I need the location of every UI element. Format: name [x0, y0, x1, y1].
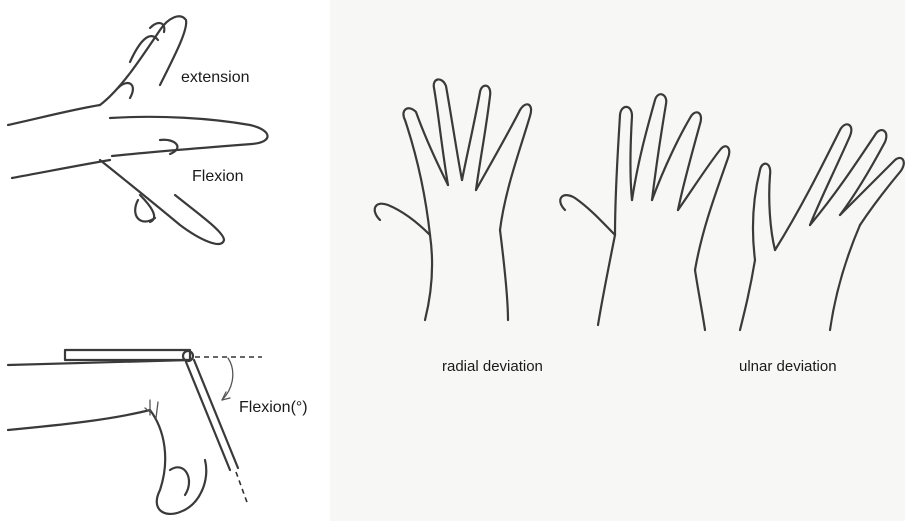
- extension-label: extension: [181, 69, 250, 87]
- deviation-hands-drawing: [330, 0, 905, 521]
- goniometer-drawing: [0, 330, 330, 521]
- radial-deviation-label: radial deviation: [442, 358, 543, 375]
- deviation-diagram: radial deviation ulnar deviation: [330, 0, 905, 521]
- extension-flexion-hand-drawing: [0, 0, 330, 270]
- extension-flexion-diagram: extension Flexion: [0, 0, 330, 270]
- goniometer-flexion-diagram: Flexion(°): [0, 330, 330, 521]
- flexion-label: Flexion: [192, 168, 244, 186]
- flexion-degree-label: Flexion(°): [239, 399, 308, 417]
- ulnar-deviation-label: ulnar deviation: [739, 358, 837, 375]
